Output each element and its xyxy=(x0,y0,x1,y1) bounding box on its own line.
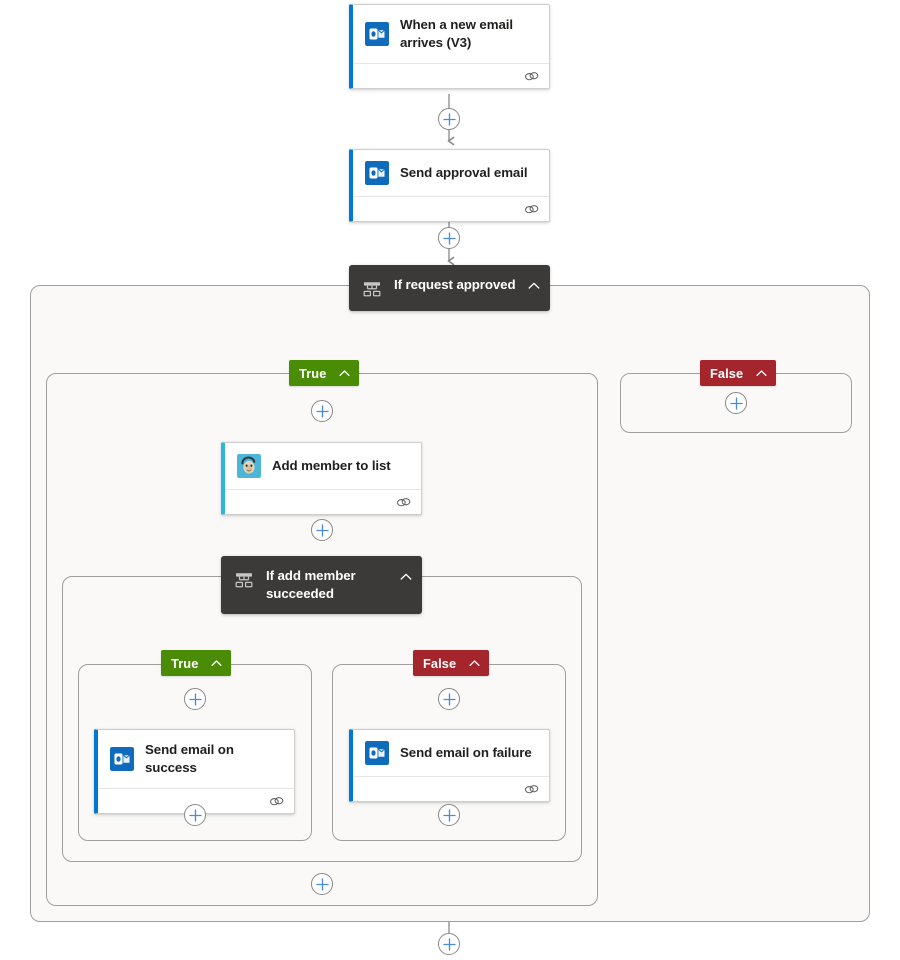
outlook-icon xyxy=(110,747,134,771)
send-approval-card-title: Send approval email xyxy=(400,165,528,180)
send-failure-card-title: Send email on failure xyxy=(400,745,532,760)
plus-icon xyxy=(315,404,329,418)
plus-icon xyxy=(315,523,329,537)
branch-badge-inner-false[interactable]: False xyxy=(413,650,490,676)
plus-icon xyxy=(442,231,456,245)
chevron-up-icon[interactable] xyxy=(468,657,481,670)
branch-badge-outer-false[interactable]: False xyxy=(700,360,777,386)
add-step-button-after-condition[interactable] xyxy=(438,933,460,955)
plus-icon xyxy=(442,692,456,706)
trigger-card-when-a-new-email-arrives[interactable]: When a new email arrives (V3) xyxy=(349,4,550,89)
send-success-card-header: Send email on success xyxy=(98,730,294,788)
plus-icon xyxy=(315,877,329,891)
branch-badge-outer-true[interactable]: True xyxy=(289,360,360,386)
send-failure-card-header: Send email on failure xyxy=(353,730,549,776)
add-member-card-header: Add member to list xyxy=(225,443,421,489)
connection-icon[interactable] xyxy=(524,783,540,796)
action-card-add-member-to-list[interactable]: Add member to list xyxy=(221,442,422,515)
mailchimp-icon xyxy=(237,454,261,478)
condition-card-if-add-member-succeeded[interactable]: If add member succeeded xyxy=(221,556,422,614)
trigger-card-header: When a new email arrives (V3) xyxy=(353,5,549,63)
add-member-card-title: Add member to list xyxy=(272,458,391,473)
chevron-up-icon[interactable] xyxy=(338,367,351,380)
plus-icon xyxy=(442,112,456,126)
trigger-card-footer xyxy=(353,63,549,88)
condition-icon xyxy=(363,282,381,297)
plus-icon xyxy=(188,692,202,706)
chevron-up-icon[interactable] xyxy=(527,279,541,293)
outlook-icon xyxy=(365,161,389,185)
chevron-up-icon[interactable] xyxy=(399,570,413,584)
outlook-icon xyxy=(365,741,389,765)
action-card-send-approval-email[interactable]: Send approval email xyxy=(349,149,550,222)
add-step-button-inner-true-top[interactable] xyxy=(184,688,206,710)
condition-inner-title: If add member succeeded xyxy=(266,568,356,601)
send-failure-card-footer xyxy=(353,776,549,801)
plus-icon xyxy=(442,808,456,822)
connection-icon[interactable] xyxy=(269,795,285,808)
plus-icon xyxy=(729,396,743,410)
add-step-button-after-add-member[interactable] xyxy=(311,519,333,541)
condition-icon xyxy=(235,573,253,588)
branch-label: False xyxy=(423,655,457,671)
add-step-button-after-trigger[interactable] xyxy=(438,108,460,130)
condition-outer-title: If request approved xyxy=(394,277,516,292)
add-step-button-after-send-approval[interactable] xyxy=(438,227,460,249)
outlook-icon xyxy=(365,22,389,46)
add-step-button-inner-true-bottom[interactable] xyxy=(184,804,206,826)
trigger-card-title: When a new email arrives (V3) xyxy=(400,17,513,50)
condition-card-if-request-approved[interactable]: If request approved xyxy=(349,265,550,311)
connection-icon[interactable] xyxy=(396,496,412,509)
add-step-button-outer-false-empty[interactable] xyxy=(725,392,747,414)
add-step-button-outer-true-top[interactable] xyxy=(311,400,333,422)
send-approval-card-footer xyxy=(353,196,549,221)
chevron-up-icon[interactable] xyxy=(210,657,223,670)
branch-label: True xyxy=(299,365,327,381)
plus-icon xyxy=(188,808,202,822)
chevron-up-icon[interactable] xyxy=(755,367,768,380)
send-approval-card-header: Send approval email xyxy=(353,150,549,196)
plus-icon xyxy=(442,937,456,951)
connection-icon[interactable] xyxy=(524,203,540,216)
add-step-button-inner-false-bottom[interactable] xyxy=(438,804,460,826)
branch-badge-inner-true[interactable]: True xyxy=(161,650,232,676)
send-success-card-title: Send email on success xyxy=(145,742,234,775)
connection-icon[interactable] xyxy=(524,70,540,83)
branch-label: True xyxy=(171,655,199,671)
send-success-card-footer xyxy=(98,788,294,813)
add-step-button-inner-false-top[interactable] xyxy=(438,688,460,710)
add-member-card-footer xyxy=(225,489,421,514)
add-step-button-outer-true-bottom[interactable] xyxy=(311,873,333,895)
action-card-send-email-on-success[interactable]: Send email on success xyxy=(94,729,295,814)
branch-label: False xyxy=(710,365,744,381)
action-card-send-email-on-failure[interactable]: Send email on failure xyxy=(349,729,550,802)
